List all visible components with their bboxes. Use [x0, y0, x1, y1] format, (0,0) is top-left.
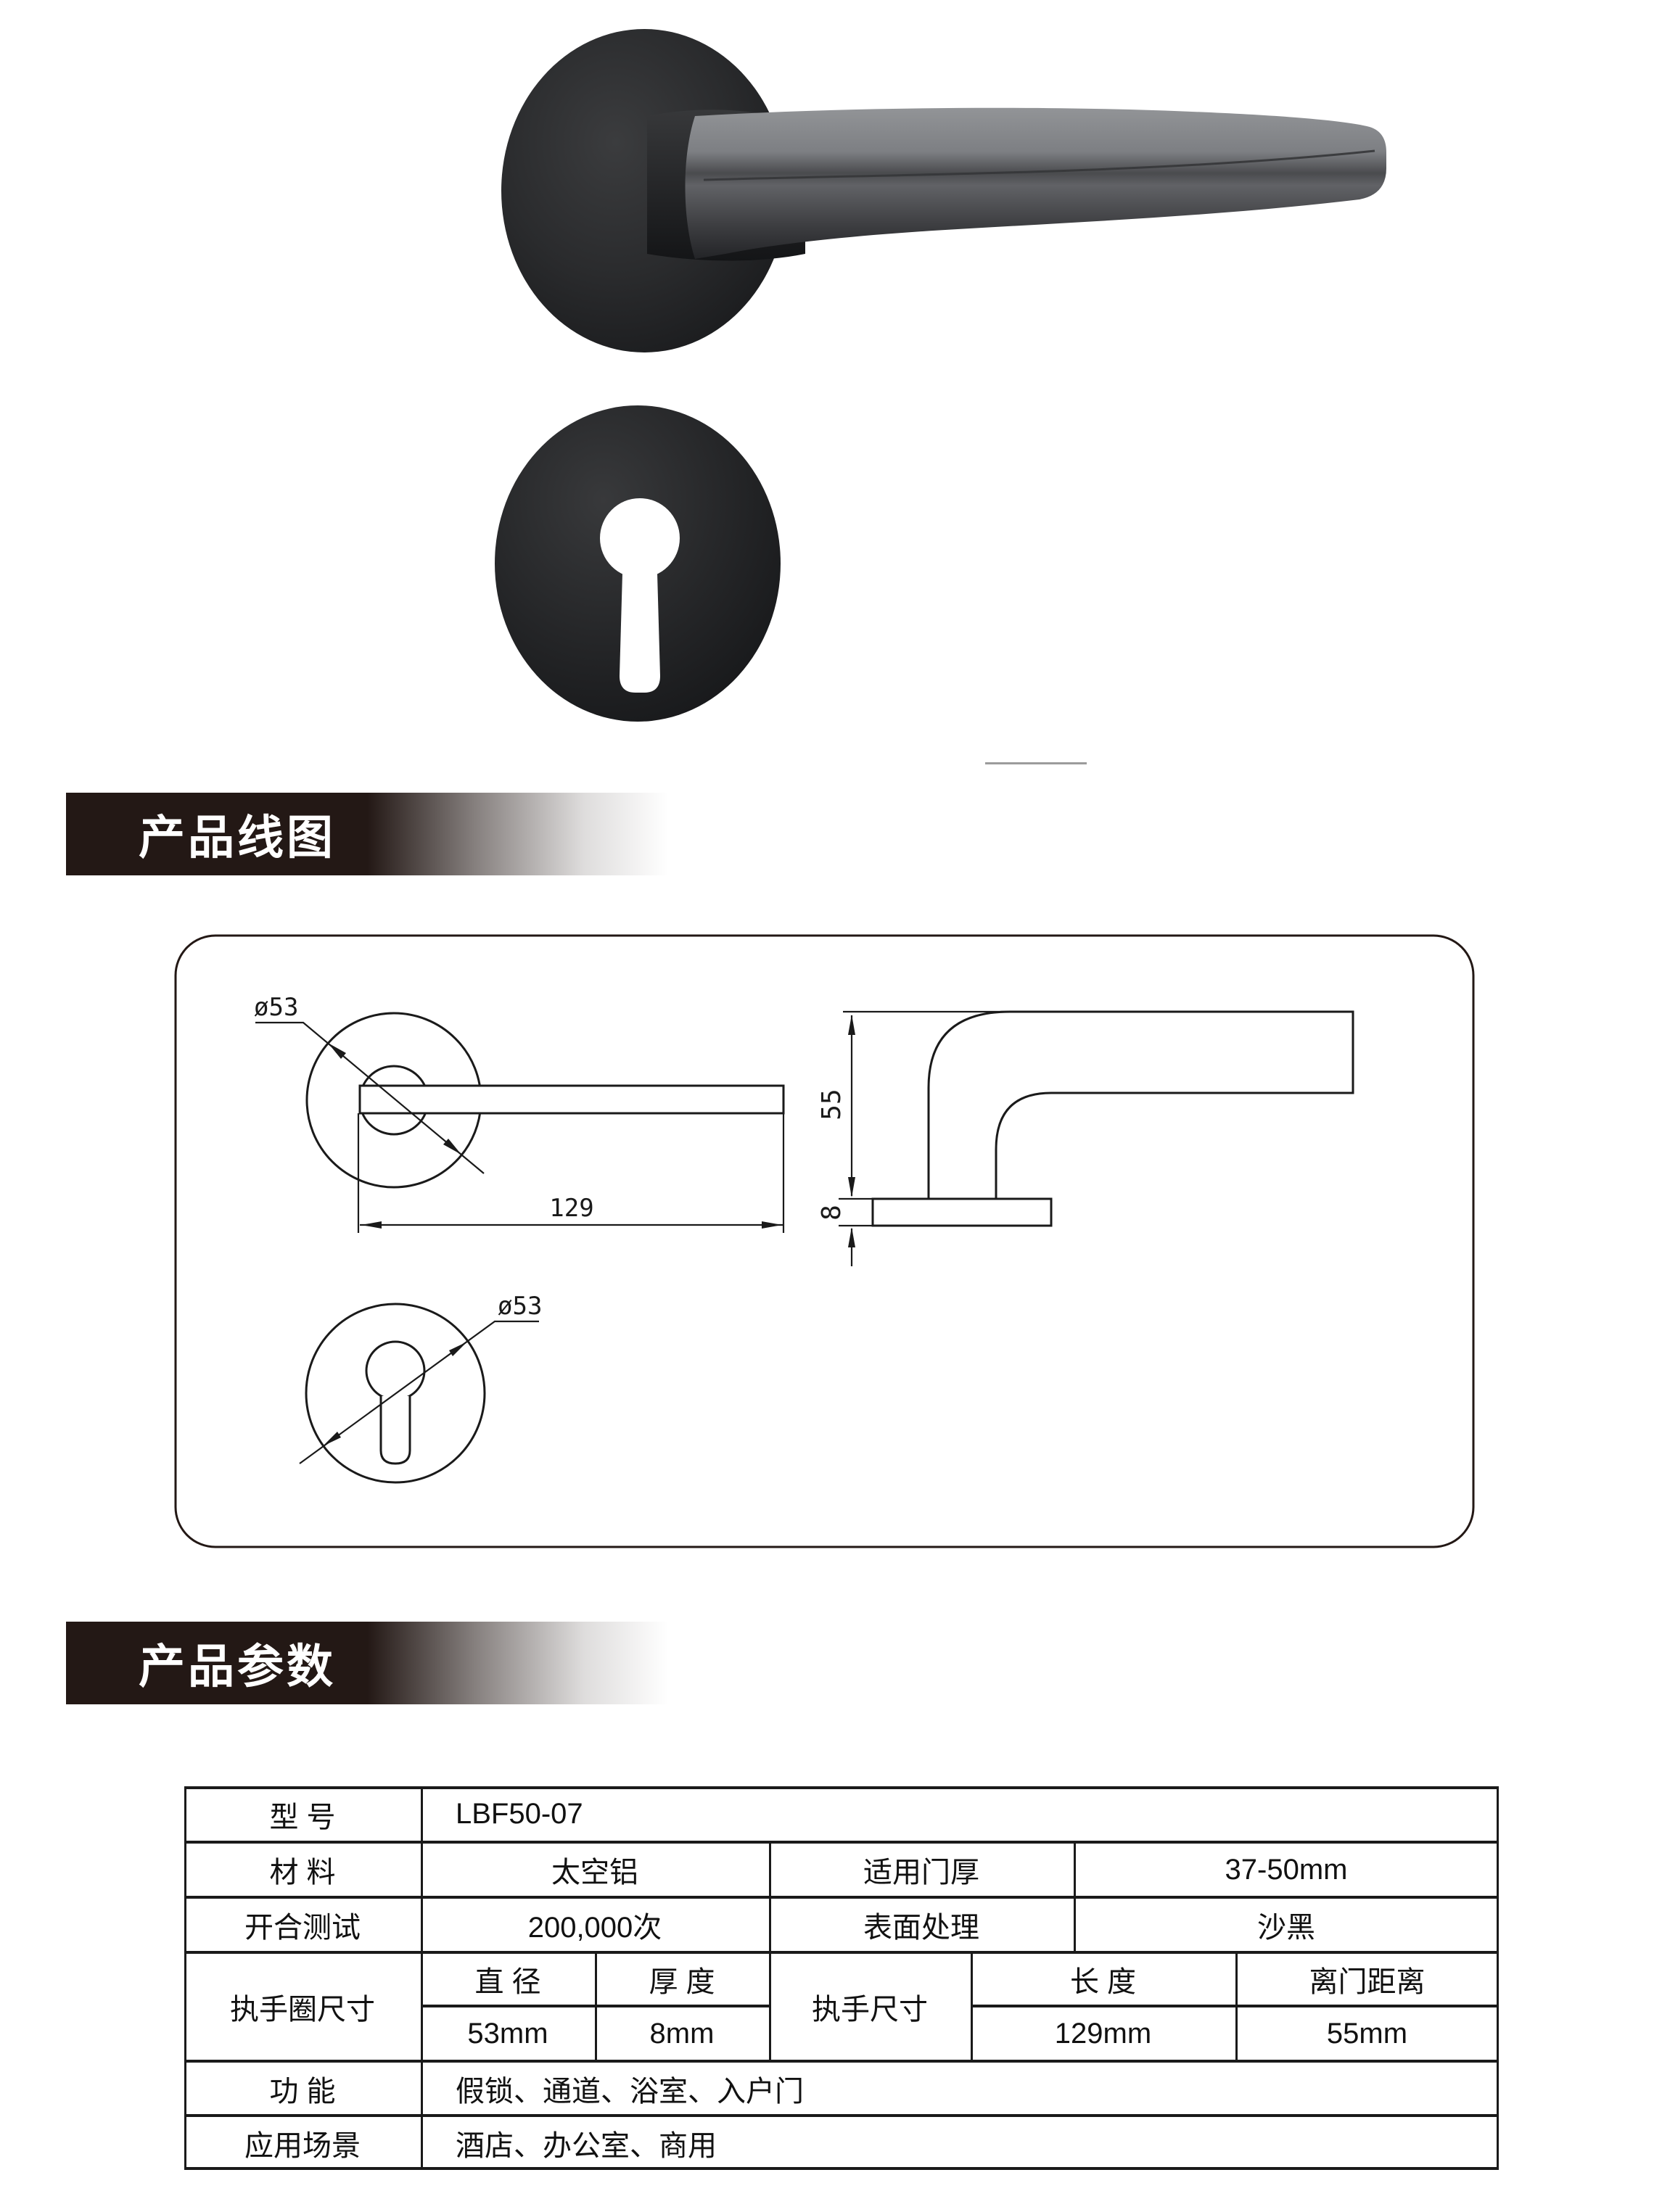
- dim-escutcheon-diameter: ø53: [498, 1292, 542, 1321]
- table-line: [971, 1951, 973, 2061]
- thickness-value-cell: 8mm: [649, 2017, 715, 2050]
- table-line: [184, 1786, 1499, 1789]
- side-view-dims: [839, 1010, 1008, 1266]
- table-line: [1074, 1841, 1076, 1952]
- function-label-cell: 功 能: [269, 2075, 336, 2108]
- section-header-line-drawing: 产品线图: [66, 793, 668, 875]
- escutcheon-arrows: [323, 1342, 467, 1446]
- escutcheon-view: [305, 1303, 486, 1484]
- keyhole-cutout: [600, 498, 680, 578]
- section-header-parameters: 产品参数: [66, 1622, 668, 1704]
- door-thickness-label-cell: 适用门厚: [863, 1857, 979, 1889]
- door-distance-value-cell: 55mm: [1326, 2017, 1408, 2050]
- door-distance-label-cell: 离门距离: [1309, 1966, 1426, 1998]
- rosette-size-label-cell: 执手圈尺寸: [230, 1994, 375, 2026]
- table-line: [184, 2167, 1499, 2170]
- dim-side-height: 55: [817, 1089, 847, 1120]
- drawing-panel: ø53 129 55 8: [174, 934, 1475, 1548]
- escutcheon-photo: [495, 405, 781, 722]
- section-title: 产品参数: [139, 1641, 336, 1693]
- function-value-cell: 假锁、通道、浴室、入户门: [456, 2075, 804, 2108]
- scenario-value-cell: 酒店、办公室、商用: [456, 2129, 717, 2162]
- table-line: [595, 1951, 597, 2061]
- lever-shape: [685, 107, 1386, 259]
- table-line: [184, 1841, 1499, 1844]
- length-value-cell: 129mm: [1054, 2017, 1152, 2050]
- table-line: [184, 1786, 186, 2170]
- thickness-label-cell: 厚 度: [649, 1966, 715, 1998]
- front-view-arrows: [328, 1043, 782, 1229]
- table-line: [1235, 1951, 1238, 2061]
- dim-front-diameter: ø53: [254, 993, 298, 1022]
- spec-table: 型 号 LBF50-07 材 料 太空铝 适用门厚 37-50mm 开合测试 2…: [184, 1786, 1499, 2170]
- finish-label-cell: 表面处理: [863, 1912, 979, 1944]
- diameter-value-cell: 53mm: [467, 2017, 548, 2050]
- side-view-arrows: [848, 1015, 855, 1247]
- diameter-label-cell: 直 径: [474, 1966, 541, 1998]
- dim-side-thickness: 8: [817, 1205, 847, 1221]
- table-line: [1497, 1786, 1499, 2170]
- section-title: 产品线图: [139, 812, 336, 864]
- material-label-cell: 材 料: [269, 1857, 336, 1889]
- cycle-test-label-cell: 开合测试: [244, 1912, 361, 1944]
- table-line: [184, 2060, 1499, 2063]
- door-thickness-value-cell: 37-50mm: [1225, 1853, 1348, 1886]
- table-line: [184, 2114, 1499, 2117]
- photo-divider-line: [985, 762, 1087, 764]
- table-line: [184, 1951, 1499, 1954]
- panel-border: [174, 934, 1475, 1548]
- table-line: [769, 1841, 771, 2061]
- material-value-cell: 太空铝: [551, 1857, 638, 1889]
- dim-front-length: 129: [549, 1194, 593, 1223]
- finish-value-cell: 沙黑: [1257, 1912, 1315, 1944]
- front-view: [305, 1012, 785, 1189]
- handle-size-label-cell: 执手尺寸: [812, 1994, 928, 2026]
- escutcheon-dims: [299, 1320, 539, 1464]
- scenario-label-cell: 应用场景: [244, 2129, 361, 2162]
- lever-crease: [703, 149, 1375, 181]
- table-line: [184, 1896, 1499, 1899]
- lever-photo: [501, 29, 1386, 352]
- length-label-cell: 长 度: [1069, 1966, 1137, 1998]
- keyhole-stem-cutout: [620, 548, 660, 693]
- model-value-cell: LBF50-07: [456, 1798, 583, 1830]
- model-label-cell: 型 号: [269, 1801, 336, 1833]
- side-view: [871, 1010, 1354, 1227]
- front-view-dims: [255, 1021, 785, 1233]
- table-line: [971, 2005, 1499, 2007]
- table-line: [421, 1786, 423, 2170]
- cycle-test-value-cell: 200,000次: [527, 1912, 662, 1944]
